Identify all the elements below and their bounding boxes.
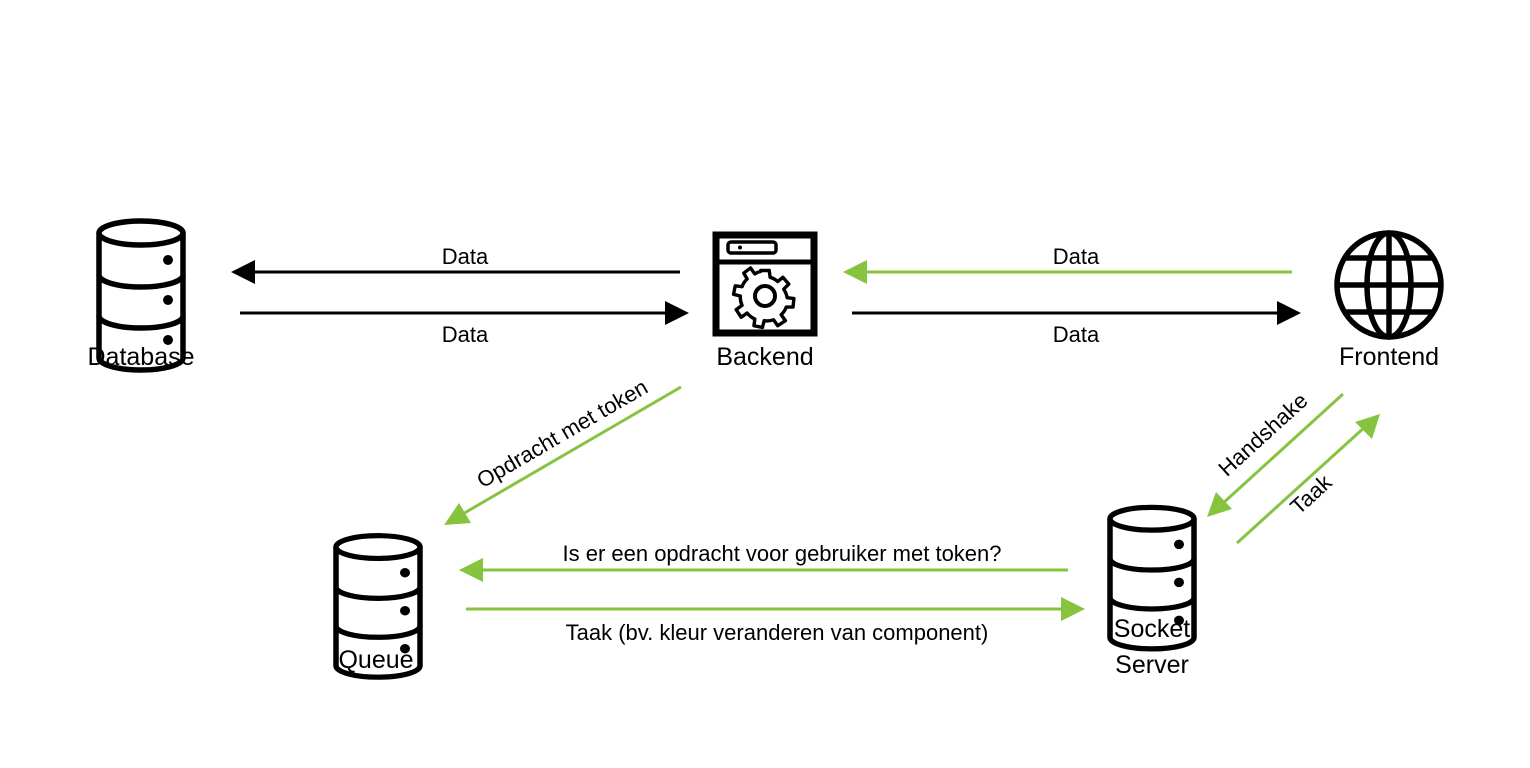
edge-label: Data	[442, 322, 489, 347]
queue-node: Queue	[336, 536, 420, 678]
backend-node: Backend	[712, 231, 818, 371]
socket-server-node: Socket Server	[1110, 507, 1194, 679]
edge-label: Is er een opdracht voor gebruiker met to…	[562, 541, 1001, 566]
frontend-node: Frontend	[1334, 230, 1444, 371]
globe-icon	[1334, 230, 1444, 340]
server-window-gear-icon	[712, 231, 818, 337]
socket-server-label-line1: Socket	[1114, 615, 1190, 643]
edge-label: Taak	[1285, 469, 1337, 519]
frontend-label: Frontend	[1339, 343, 1439, 371]
edge-label: Data	[1053, 244, 1100, 269]
edge-socket-to-queue: Is er een opdracht voor gebruiker met to…	[459, 541, 1068, 582]
edge-queue-to-socket: Taak (bv. kleur veranderen van component…	[466, 597, 1085, 645]
queue-label: Queue	[338, 646, 413, 674]
database-label: Database	[87, 343, 194, 371]
edge-backend-to-database: Data	[231, 244, 680, 284]
edge-frontend-to-backend: Data	[843, 244, 1292, 284]
edge-label: Data	[442, 244, 489, 269]
edge-label: Taak (bv. kleur veranderen van component…	[566, 620, 989, 645]
backend-label: Backend	[716, 343, 813, 371]
socket-server-label-line2: Server	[1115, 651, 1189, 679]
edge-database-to-backend: Data	[240, 301, 689, 347]
edge-label: Opdracht met token	[472, 374, 652, 493]
edge-backend-to-queue: Opdracht met token	[444, 374, 682, 525]
database-node: Database	[87, 221, 195, 371]
edge-backend-to-frontend: Data	[852, 301, 1301, 347]
edge-label: Data	[1053, 322, 1100, 347]
